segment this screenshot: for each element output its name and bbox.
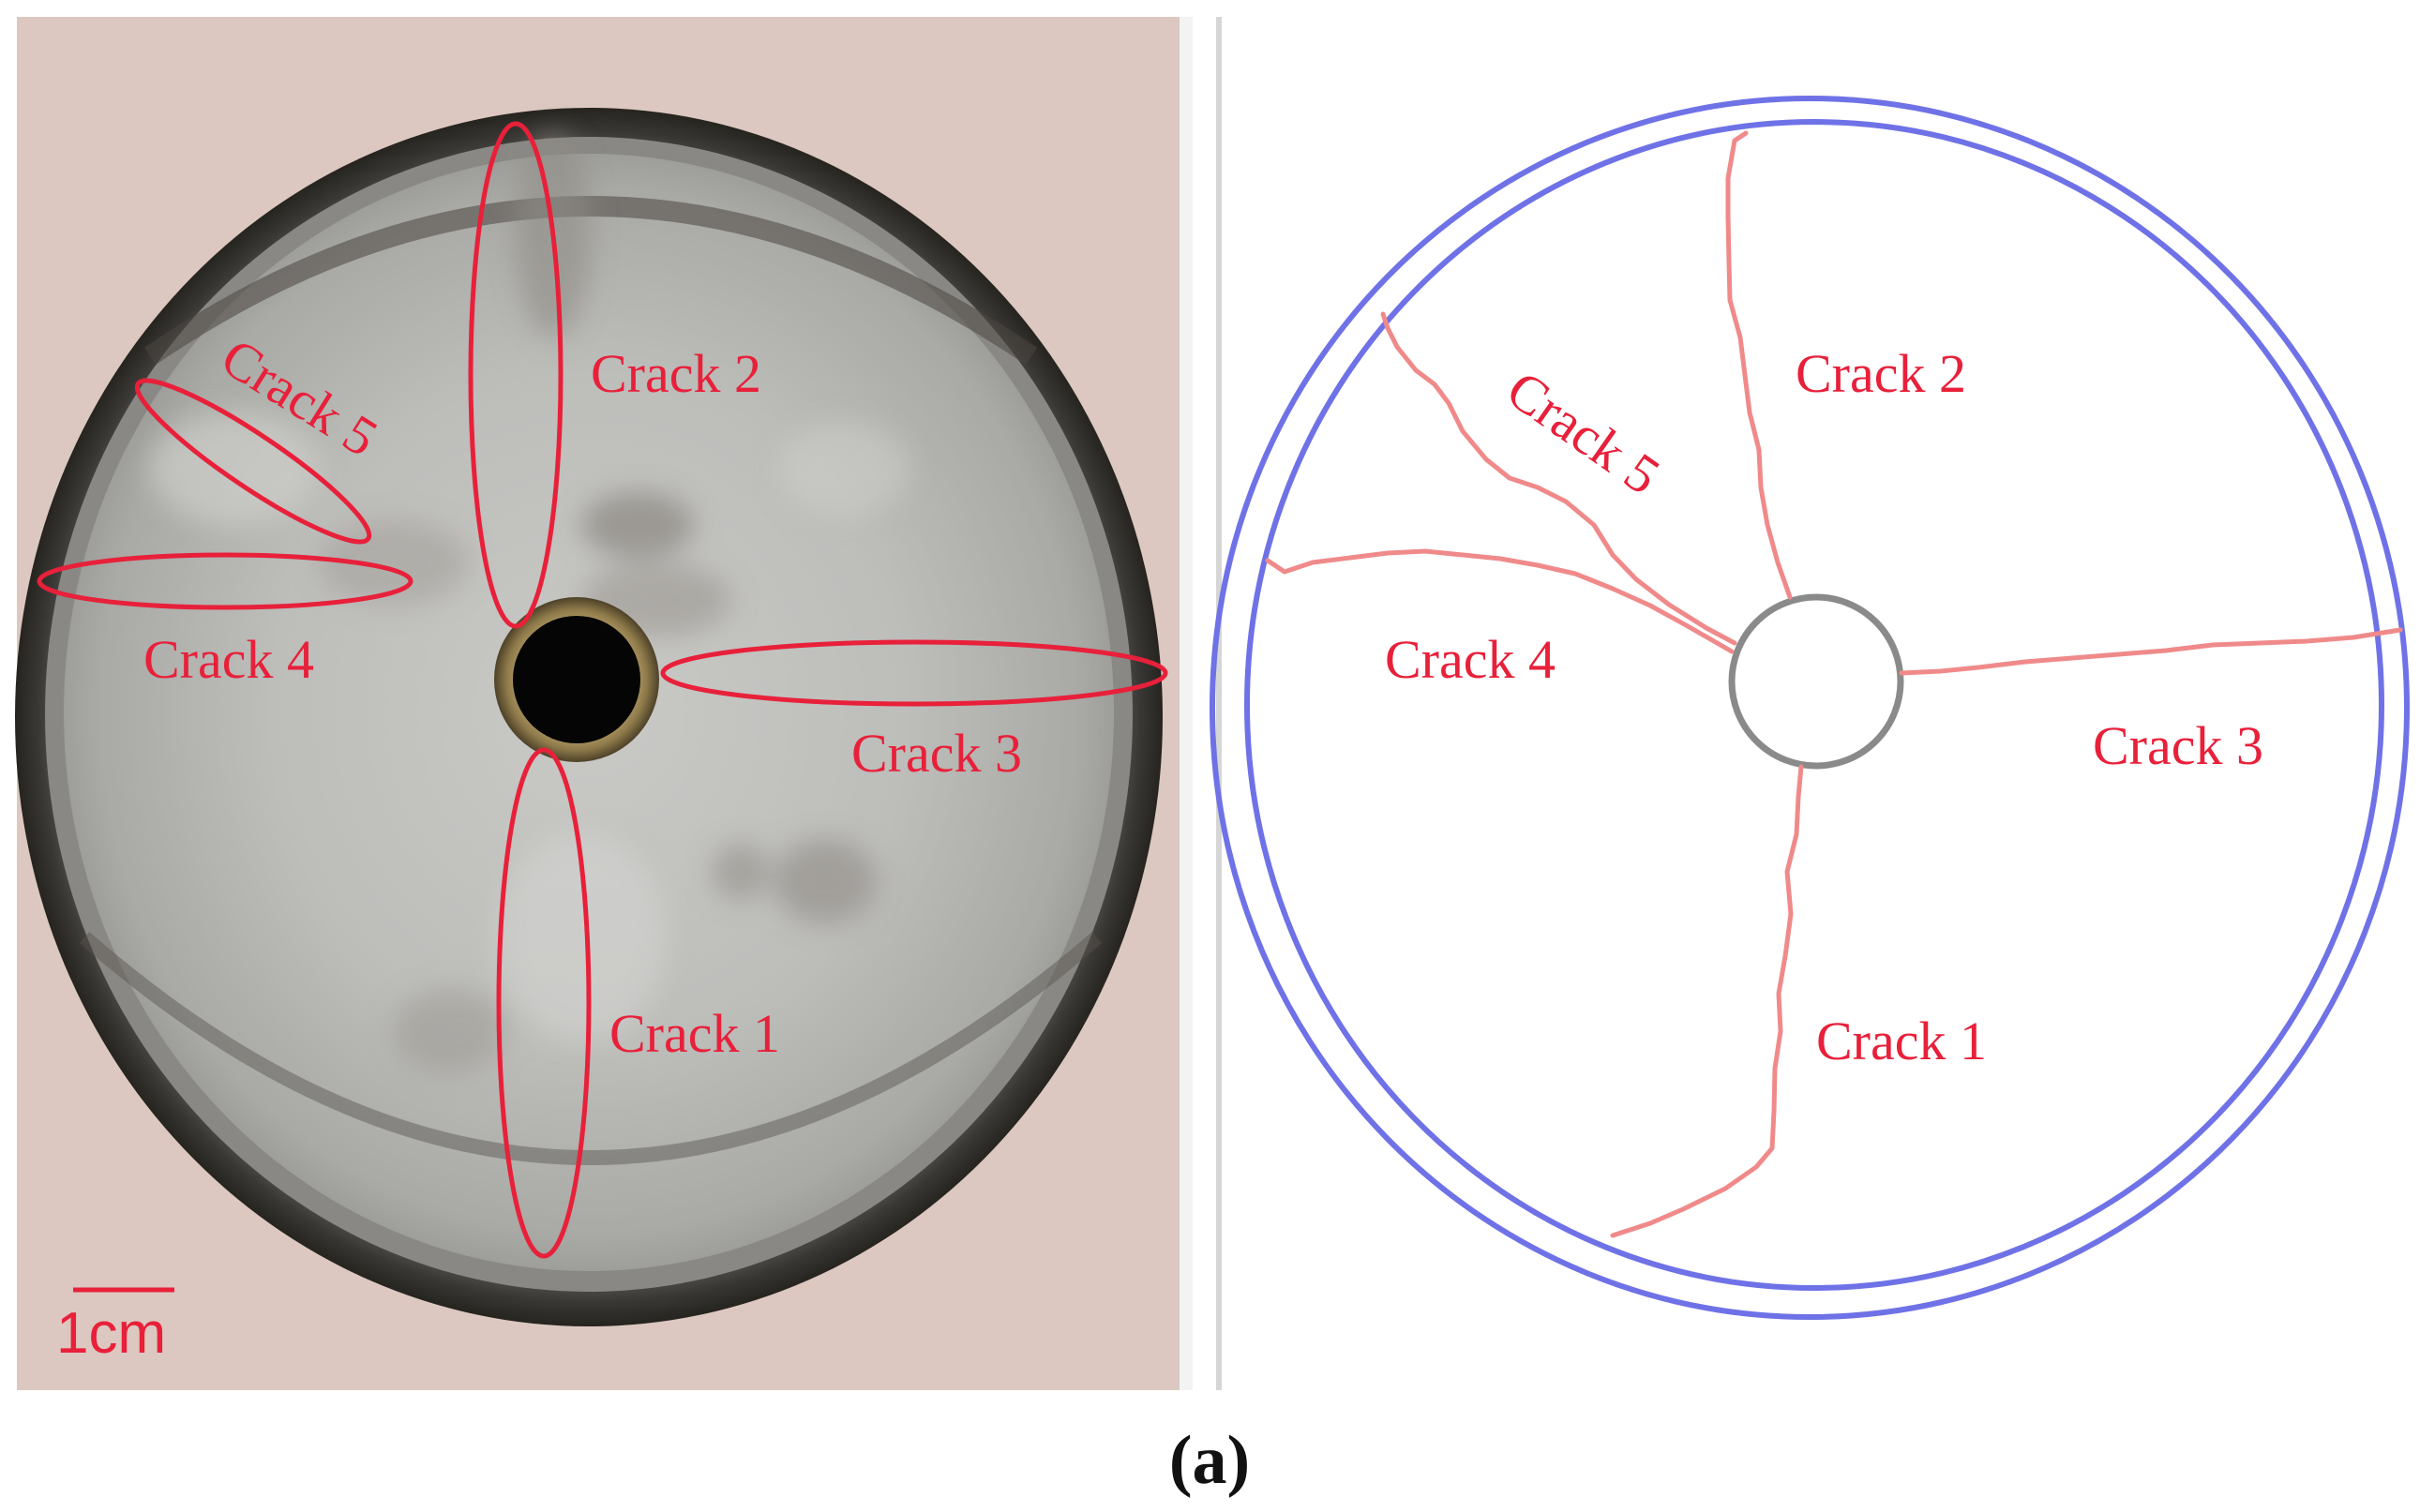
crack4-ellipse [37, 552, 413, 610]
outer-ring-inner [1244, 119, 2384, 1291]
photo-crack4-label: Crack 4 [143, 629, 314, 690]
crack1-line [1610, 764, 1804, 1238]
photo-crack-ellipses [37, 121, 1168, 1259]
crack2-line [1725, 130, 1793, 600]
crack1-ellipse [496, 747, 592, 1259]
crack5-ellipse [134, 378, 372, 545]
central-hole [513, 616, 640, 743]
specimen-disc [15, 108, 1163, 1326]
scale-bar: 1cm [56, 1287, 174, 1366]
center-ring [1728, 593, 1904, 770]
crack4-line [1265, 548, 1735, 654]
crack3-line [1899, 627, 2403, 676]
outer-ring-outer [1210, 96, 2410, 1320]
panel-divider [1180, 17, 1222, 1390]
sketch-crack2-label: Crack 2 [1796, 343, 1966, 404]
photo-crack2-label: Crack 2 [591, 343, 761, 404]
sketch-crack-lines [1265, 130, 2403, 1238]
photo-crack1-label: Crack 1 [609, 1003, 780, 1064]
crack2-ellipse [468, 121, 564, 629]
photo-crack3-label: Crack 3 [851, 723, 1022, 784]
sketch-crack1-label: Crack 1 [1816, 1010, 1987, 1071]
scale-bar-label: 1cm [56, 1301, 166, 1366]
sketch-crack3-label: Crack 3 [2093, 715, 2263, 776]
sketch-panel: Crack 1 Crack 2 Crack 3 Crack 4 Crack 5 [1210, 96, 2410, 1320]
figure-caption: (a) [1169, 1422, 1250, 1499]
sketch-crack4-label: Crack 4 [1385, 629, 1556, 690]
photo-panel: Crack 1 Crack 2 Crack 3 Crack 4 Crack 5 … [15, 17, 1180, 1390]
crack5-line [1380, 311, 1737, 646]
crack3-ellipse [660, 639, 1168, 707]
